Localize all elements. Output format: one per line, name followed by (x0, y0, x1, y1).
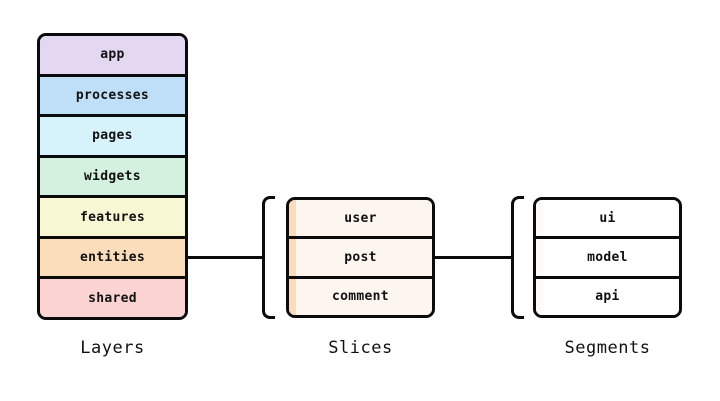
segment-stripe (536, 278, 543, 315)
slice-label: comment (332, 289, 389, 305)
segment-row-model[interactable]: model (536, 239, 679, 279)
layer-label: app (100, 47, 125, 63)
slice-row-user[interactable]: user (289, 200, 432, 240)
layer-row-widgets[interactable]: widgets (40, 157, 185, 199)
caption-slices: Slices (328, 338, 393, 358)
segment-row-api[interactable]: api (536, 278, 679, 315)
caption-layers: Layers (80, 338, 145, 358)
layer-row-app[interactable]: app (40, 36, 185, 77)
layer-label: pages (92, 128, 133, 144)
layer-label: features (79, 209, 145, 225)
layer-row-pages[interactable]: pages (40, 117, 185, 158)
segments-stack: ui model api (533, 197, 682, 318)
layer-label: processes (75, 87, 150, 103)
segment-label: model (587, 249, 628, 265)
layer-label: shared (88, 290, 137, 306)
layer-label: entities (79, 250, 145, 266)
layer-row-processes[interactable]: processes (40, 76, 185, 118)
slice-label: post (344, 249, 377, 265)
layer-row-entities[interactable]: entities (40, 238, 185, 280)
segment-stripe (536, 200, 543, 237)
slice-row-comment[interactable]: comment (289, 278, 432, 315)
slice-row-post[interactable]: post (289, 239, 432, 279)
segment-label: api (595, 289, 620, 305)
slice-stripe (289, 278, 296, 315)
slice-stripe (289, 200, 296, 237)
slice-stripe (289, 239, 296, 276)
slices-bracket-icon (262, 196, 275, 319)
segment-label: ui (599, 210, 616, 226)
connector-slices-to-segments (434, 256, 513, 259)
layer-label: widgets (84, 169, 141, 185)
layer-row-shared[interactable]: shared (40, 279, 185, 317)
segment-stripe (536, 239, 543, 276)
caption-segments: Segments (564, 338, 651, 358)
slice-label: user (344, 210, 377, 226)
connector-layers-to-slices (188, 256, 264, 259)
layers-stack: app processes pages widgets features ent… (37, 33, 188, 320)
segments-bracket-icon (511, 196, 524, 319)
slices-stack: user post comment (286, 197, 435, 318)
segment-row-ui[interactable]: ui (536, 200, 679, 240)
layer-row-features[interactable]: features (40, 198, 185, 239)
